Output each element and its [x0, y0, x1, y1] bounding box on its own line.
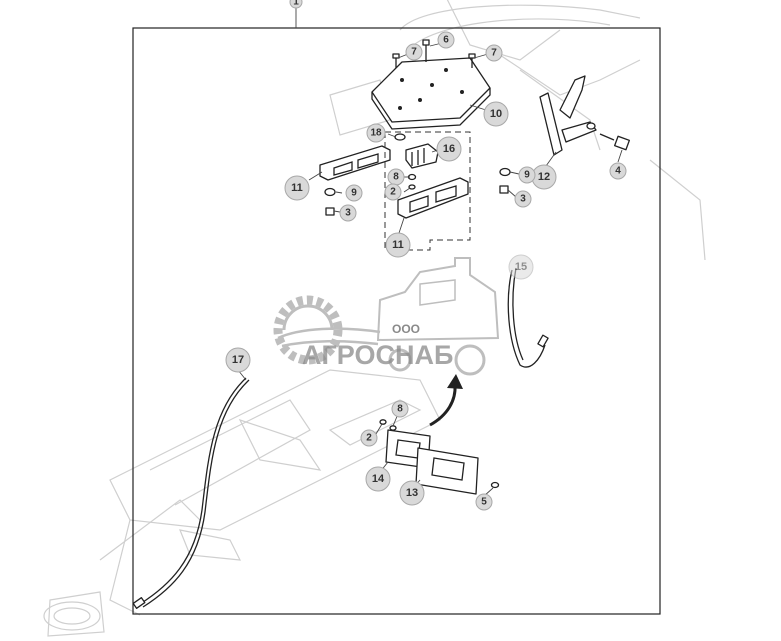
callout-1: 1: [289, 0, 303, 9]
callout-12: 12: [531, 164, 557, 190]
callout-2-upper: 2: [384, 183, 402, 201]
svg-text:11: 11: [291, 182, 303, 194]
callout-15: 15: [508, 254, 534, 280]
svg-text:9: 9: [524, 170, 530, 181]
background-machine-outline: [43, 0, 706, 637]
callout-16: 16: [436, 136, 462, 162]
callout-5: 5: [475, 493, 493, 511]
direction-arrow: [429, 374, 463, 427]
svg-text:13: 13: [406, 487, 418, 499]
dashed-group-outline: [384, 131, 471, 251]
svg-text:2: 2: [390, 187, 396, 198]
svg-text:7: 7: [411, 47, 417, 58]
screw-7-left: [392, 53, 400, 68]
svg-text:5: 5: [481, 497, 487, 508]
part-4-pin: [599, 133, 630, 151]
callout-3-right: 3: [514, 190, 532, 208]
svg-text:16: 16: [443, 143, 455, 155]
watermark-prefix: ООО: [392, 322, 420, 336]
part-12-bracket: [539, 75, 597, 156]
part-5-screw: [490, 481, 500, 489]
svg-text:7: 7: [491, 48, 497, 59]
svg-text:4: 4: [615, 166, 621, 177]
svg-text:6: 6: [443, 35, 449, 46]
callout-4: 4: [609, 162, 627, 180]
svg-text:9: 9: [351, 188, 357, 199]
callout-11-left: 11: [284, 175, 310, 201]
svg-text:3: 3: [520, 194, 526, 205]
screw-7-right: [468, 53, 476, 68]
part-11-bracket-right: [397, 177, 469, 219]
callout-6: 6: [437, 31, 455, 49]
bolt-6: [422, 39, 430, 62]
part-17-cable: [132, 377, 250, 609]
callout-8-lower: 8: [391, 400, 409, 418]
svg-text:15: 15: [515, 261, 527, 273]
part-13-plate: [415, 447, 479, 495]
svg-text:3: 3: [345, 208, 351, 219]
callout-14: 14: [365, 466, 391, 492]
svg-text:8: 8: [397, 404, 403, 415]
callout-9-right: 9: [518, 166, 536, 184]
part-15-harness: [507, 267, 549, 368]
svg-text:1: 1: [293, 0, 299, 8]
svg-text:14: 14: [372, 473, 385, 485]
part-16-connector: [405, 143, 439, 169]
callout-9-left: 9: [345, 184, 363, 202]
callout-8-upper: 8: [387, 168, 405, 186]
svg-text:18: 18: [370, 128, 382, 139]
part-11-bracket-left: [319, 145, 391, 181]
svg-text:8: 8: [393, 172, 399, 183]
callout-17: 17: [225, 347, 251, 373]
callout-18: 18: [366, 123, 386, 143]
callout-7-left: 7: [405, 43, 423, 61]
svg-text:2: 2: [366, 433, 372, 444]
callout-2-lower: 2: [360, 429, 378, 447]
svg-text:10: 10: [490, 108, 502, 120]
svg-text:11: 11: [392, 239, 404, 251]
diagram-frame: [132, 27, 661, 615]
callout-7-right: 7: [485, 44, 503, 62]
hardware-9-3-left: [324, 187, 336, 216]
callout-13: 13: [399, 480, 425, 506]
svg-text:12: 12: [538, 171, 550, 183]
callout-11-right: 11: [385, 232, 411, 258]
part-10-mounting-plate: [371, 57, 491, 130]
watermark-company-name: АГРОСНАБ: [302, 340, 453, 370]
callout-3-left: 3: [339, 204, 357, 222]
watermark-logo: [273, 257, 500, 376]
hardware-9-3-right: [499, 167, 511, 194]
part-18-clip: [394, 133, 406, 141]
svg-text:17: 17: [232, 354, 244, 366]
callout-10: 10: [483, 101, 509, 127]
